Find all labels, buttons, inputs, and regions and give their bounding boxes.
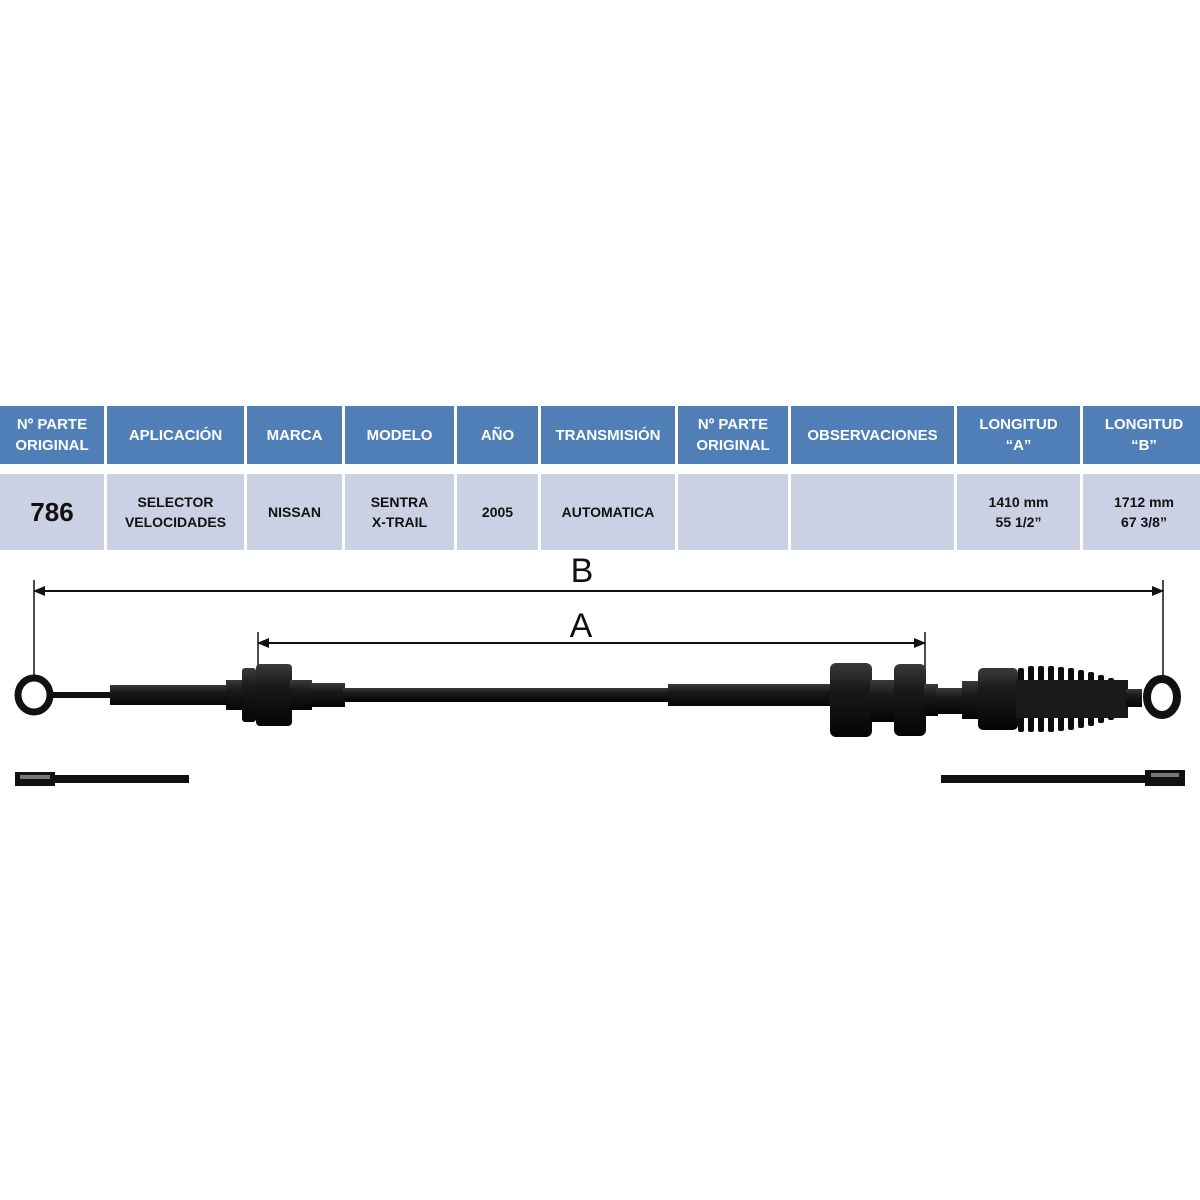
header-observations: OBSERVACIONES	[791, 406, 954, 464]
main-cable	[343, 688, 670, 702]
dimension-b-label: B	[571, 552, 594, 590]
cell-length-a: 1410 mm 55 1/2”	[957, 474, 1080, 550]
cell-original-part-number	[678, 474, 788, 550]
right-fitting	[830, 663, 1018, 737]
cell-model: SENTRA X-TRAIL	[345, 474, 454, 550]
dimension-b: B	[33, 552, 1164, 680]
right-eyelet	[1143, 675, 1181, 719]
left-rod	[48, 692, 112, 698]
dimension-a-label: A	[570, 607, 593, 645]
right-end-side-view	[941, 770, 1185, 786]
header-length-a: LONGITUD “A”	[957, 406, 1080, 464]
header-part-number: Nº PARTE ORIGINAL	[0, 406, 104, 464]
cell-length-b: 1712 mm 67 3/8”	[1083, 474, 1200, 550]
left-collar	[310, 683, 345, 707]
right-sleeve	[668, 684, 833, 706]
left-eyelet	[14, 674, 54, 716]
left-sleeve	[110, 685, 230, 705]
cell-transmission: AUTOMATICA	[541, 474, 675, 550]
rubber-boot	[1016, 666, 1128, 732]
right-rod	[1126, 689, 1142, 707]
dimension-a: A	[257, 607, 926, 690]
cell-observations	[791, 474, 954, 550]
spec-table: Nº PARTE ORIGINAL APLICACIÓN MARCA MODEL…	[0, 406, 1200, 550]
header-model: MODELO	[345, 406, 454, 464]
left-end-side-view	[15, 772, 189, 786]
cell-application: SELECTOR VELOCIDADES	[107, 474, 244, 550]
header-application: APLICACIÓN	[107, 406, 244, 464]
left-fitting	[226, 664, 312, 726]
cable-diagram: B A	[14, 552, 1185, 786]
header-brand: MARCA	[247, 406, 342, 464]
header-length-b: LONGITUD “B”	[1083, 406, 1200, 464]
cell-part-number: 786	[0, 474, 104, 550]
header-original-part-number: Nº PARTE ORIGINAL	[678, 406, 788, 464]
cell-year: 2005	[457, 474, 538, 550]
cable-assembly	[14, 663, 1181, 737]
header-year: AÑO	[457, 406, 538, 464]
cell-brand: NISSAN	[247, 474, 342, 550]
header-transmission: TRANSMISIÓN	[541, 406, 675, 464]
